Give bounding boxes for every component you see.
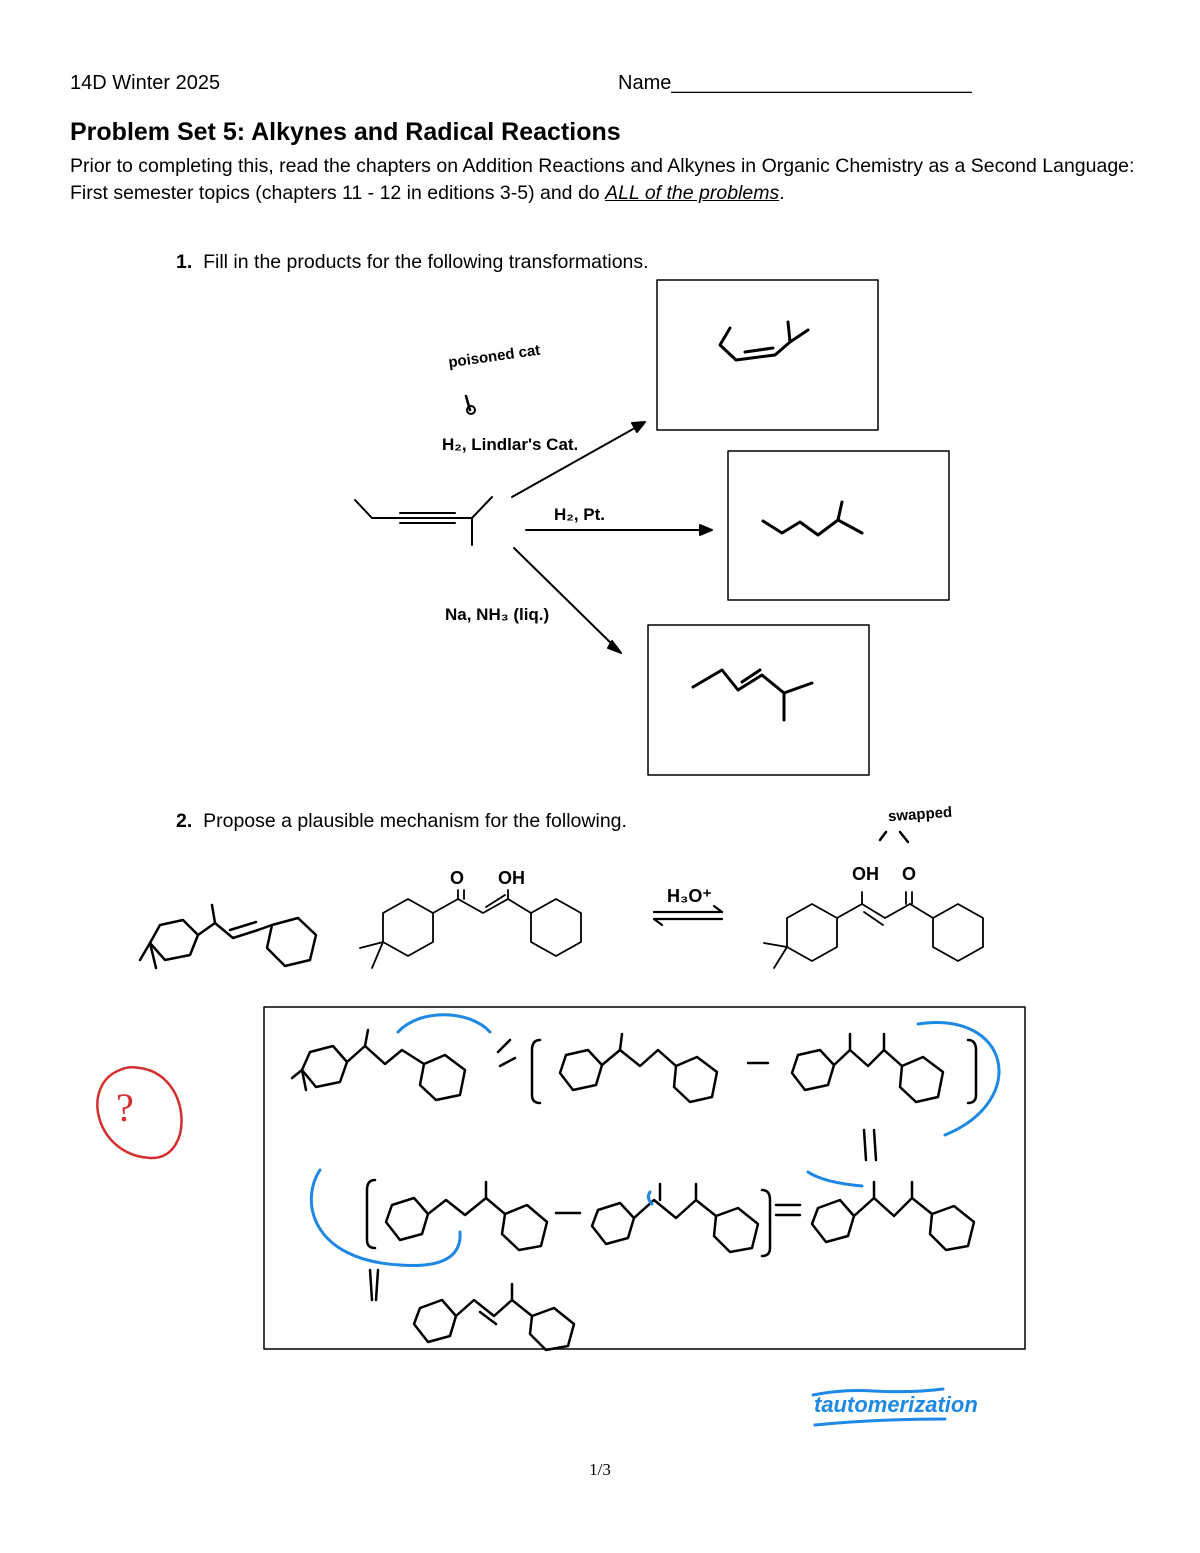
answer-box-platinum bbox=[727, 450, 950, 601]
sm-carbonyl-o: O bbox=[450, 868, 465, 888]
question-2-number: 2. bbox=[176, 810, 193, 832]
reagent-platinum: H₂, Pt. bbox=[554, 505, 605, 524]
sketch-start bbox=[138, 903, 318, 970]
answer-box-lindlar bbox=[656, 279, 879, 431]
product bbox=[763, 891, 984, 969]
cis-alkene-product bbox=[718, 320, 810, 362]
intro-paragraph: Prior to completing this, read the chapt… bbox=[70, 153, 1140, 207]
grading-question-mark: ? bbox=[116, 1085, 134, 1130]
name-field[interactable]: Name___________________________ bbox=[618, 72, 972, 94]
question-1-prompt: Fill in the products for the following t… bbox=[203, 251, 649, 273]
sm-hydroxyl-oh: OH bbox=[498, 868, 525, 888]
intro-emphasis: ALL of the problems bbox=[605, 182, 780, 204]
equilibrium-arrows bbox=[652, 904, 724, 927]
blue-arrows bbox=[309, 1013, 1001, 1427]
mechanism-row-2 bbox=[365, 1178, 976, 1258]
mechanism-row-1 bbox=[290, 1028, 978, 1105]
question-circle-mark bbox=[96, 1065, 183, 1160]
starting-alkyne bbox=[354, 496, 493, 546]
course-label: 14D Winter 2025 bbox=[70, 72, 221, 94]
alkane-product bbox=[761, 500, 864, 537]
starting-material bbox=[359, 889, 582, 969]
reagent-sodium: Na, NH₃ (liq.) bbox=[445, 605, 550, 624]
intro-text-before: Prior to completing this, read the chapt… bbox=[70, 155, 1135, 204]
arrow-sodium bbox=[513, 547, 619, 651]
question-1: 1. Fill in the products for the followin… bbox=[176, 251, 649, 274]
mechanism-row-3 bbox=[368, 1268, 576, 1352]
arrow-lindlar bbox=[511, 423, 643, 498]
question-2: 2. Propose a plausible mechanism for the… bbox=[176, 810, 627, 833]
question-1-number: 1. bbox=[176, 251, 193, 273]
answer-box-sodium bbox=[647, 624, 870, 776]
mechanism-box bbox=[263, 1006, 1026, 1350]
signature-note: tautomerization bbox=[814, 1392, 978, 1417]
page-title: Problem Set 5: Alkynes and Radical React… bbox=[70, 118, 621, 146]
intro-text-after: . bbox=[779, 182, 785, 204]
product-hydroxyl-oh: OH bbox=[852, 864, 879, 884]
question-2-prompt: Propose a plausible mechanism for the fo… bbox=[203, 810, 627, 832]
page-number: 1/3 bbox=[589, 1460, 611, 1479]
reagent-lindlar: H₂, Lindlar's Cat. bbox=[442, 435, 579, 454]
product-carbonyl-o: O bbox=[902, 864, 917, 884]
trans-alkene-product bbox=[691, 668, 814, 722]
reagent-acid: H₃O⁺ bbox=[667, 886, 712, 906]
